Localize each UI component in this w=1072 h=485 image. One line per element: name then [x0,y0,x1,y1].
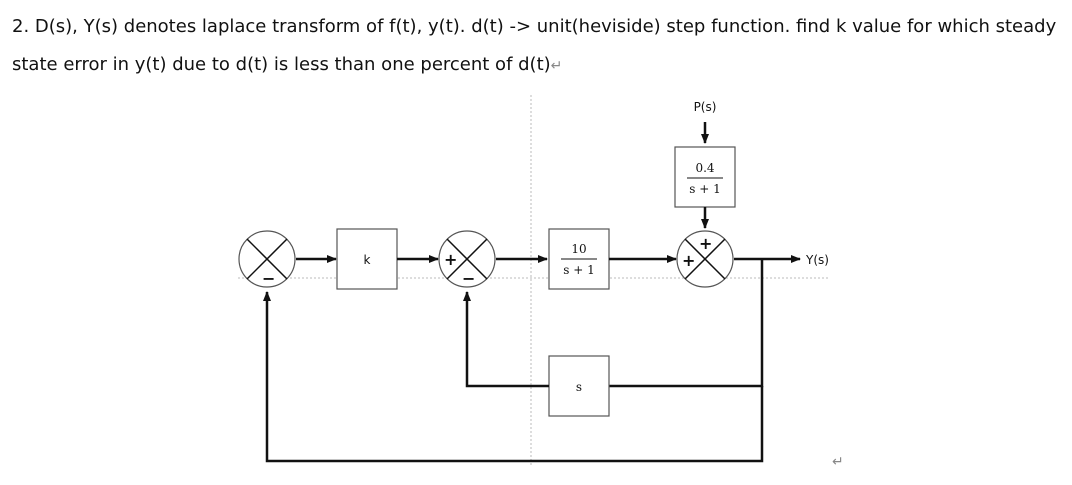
feedback-block-label: s [576,380,582,394]
summing-junction-3: + + [676,230,734,288]
disturbance-numerator: 0.4 [695,161,714,175]
sum2-plus-sign: + [444,250,457,269]
disturbance-denominator: s + 1 [689,182,720,196]
sum2-minus-sign: − [462,269,475,288]
summing-junction-1: − [238,230,296,288]
end-return-mark: ↵ [832,454,844,470]
sum3-plus-top-sign: + [699,234,712,253]
sum1-minus-sign: − [262,269,275,288]
problem-text: 2. D(s), Y(s) denotes laplace transform … [12,16,1057,75]
disturbance-input-label: P(s) [694,100,717,114]
sum3-plus-left-sign: + [682,251,695,270]
plant-numerator: 10 [571,242,586,256]
plant-denominator: s + 1 [563,263,594,277]
wire-unity-feedback [263,291,764,463]
summing-junction-2: + − [438,230,496,288]
gain-block [336,228,398,290]
wire-feedback-to-sum2 [463,291,549,388]
output-label: Y(s) [805,253,829,267]
disturbance-block [674,146,736,208]
paragraph-return-mark: ↵ [550,58,563,74]
gain-block-label: k [364,253,371,267]
problem-statement: 2. D(s), Y(s) denotes laplace transform … [12,8,1064,85]
feedback-block [548,355,610,417]
